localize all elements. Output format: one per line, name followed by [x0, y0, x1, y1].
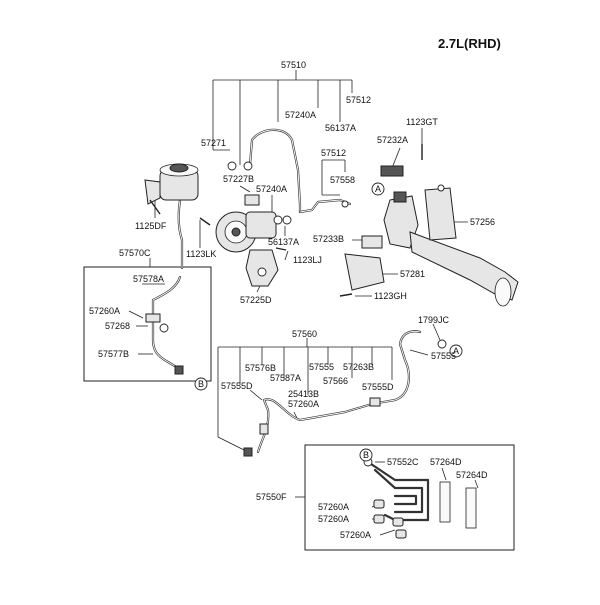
label-57512-top: 57512 — [346, 95, 371, 105]
hose-clamp — [259, 423, 269, 435]
steering-gear-box — [339, 144, 519, 307]
label-57240a-mid: 57240A — [256, 184, 287, 194]
label-57512-mid: 57512 — [321, 148, 346, 158]
label-57510: 57510 — [281, 60, 306, 70]
hose-clamp — [145, 313, 161, 323]
label-57260a-box-3: 57260A — [340, 530, 371, 540]
label-57576b: 57576B — [245, 363, 276, 373]
hose-fitting-57271 — [227, 161, 237, 171]
label-1123gt: 1123GT — [406, 117, 438, 127]
label-57264d-left: 57264D — [430, 457, 462, 467]
label-57281: 57281 — [400, 269, 425, 279]
label-56137a-mid: 56137A — [268, 237, 299, 247]
label-57268: 57268 — [105, 321, 130, 331]
callout-b-lower: B — [359, 448, 373, 462]
label-57555-right: 57555 — [431, 351, 456, 361]
fluid-reservoir — [144, 163, 199, 215]
label-57240a-top: 57240A — [285, 110, 316, 120]
hose-end-fitting — [341, 200, 349, 208]
hose-kit-box-57570c — [83, 266, 212, 382]
clamp-57260a-4 — [395, 529, 407, 539]
cooler-bracket-57264d-left — [439, 481, 451, 523]
label-57260a-left: 57260A — [89, 306, 120, 316]
label-57260a-mid: 57260A — [288, 399, 319, 409]
svg-text:A: A — [375, 184, 381, 194]
label-57566: 57566 — [323, 376, 348, 386]
bracket-57233b — [361, 235, 383, 249]
callout-a-lower: A — [449, 344, 463, 358]
label-57233b: 57233B — [313, 234, 344, 244]
supply-hose — [177, 198, 184, 270]
power-steering-pump — [199, 194, 287, 287]
hose-clamp — [369, 397, 381, 407]
svg-text:B: B — [363, 450, 369, 460]
label-57552c: 57552C — [387, 457, 419, 467]
label-57570c: 57570C — [119, 248, 151, 258]
washer — [243, 161, 253, 171]
clamp-57260a-3 — [392, 517, 404, 527]
reservoir-bracket — [144, 179, 161, 205]
label-1799jc: 1799JC — [418, 315, 450, 325]
svg-text:A: A — [453, 346, 459, 356]
label-57260a-box-1: 57260A — [318, 502, 349, 512]
label-57232a: 57232A — [377, 135, 408, 145]
pump-bracket-57227b — [244, 194, 260, 206]
rack-boot — [494, 277, 512, 307]
clamp-57260a-1 — [373, 499, 385, 509]
callout-a-upper: A — [371, 182, 385, 196]
gear-mount-57256 — [424, 187, 457, 241]
label-57256: 57256 — [470, 217, 495, 227]
label-57260a-box-2: 57260A — [318, 514, 349, 524]
label-57577b: 57577B — [98, 349, 129, 359]
label-57587a: 57587A — [270, 373, 301, 383]
label-57550f: 57550F — [256, 492, 287, 502]
cooler-bracket-57264d-right — [465, 487, 477, 529]
label-1125df: 1125DF — [135, 221, 167, 231]
label-56137a-top: 56137A — [325, 123, 356, 133]
label-57271: 57271 — [201, 138, 226, 148]
bracket-57232a — [380, 165, 404, 177]
small-fittings — [227, 161, 447, 349]
label-57555d-right: 57555D — [362, 382, 394, 392]
label-57558: 57558 — [330, 175, 355, 185]
label-1123gh: 1123GH — [374, 291, 407, 301]
label-1123lk: 1123LK — [186, 249, 216, 259]
return-hose-assembly — [145, 275, 184, 375]
washer — [273, 215, 283, 225]
return-hose-57560 — [243, 330, 422, 457]
clamp-1799jc — [437, 339, 447, 349]
label-57555-mid: 57555 — [309, 362, 334, 372]
steering-rack-tube — [409, 231, 519, 301]
part-number-labels: 57510 57240A 57512 57271 56137A 1123GT 5… — [89, 60, 495, 540]
hose-clip — [159, 323, 169, 333]
clamp-57260a-2 — [373, 514, 385, 524]
label-57555d-left: 57555D — [221, 381, 253, 391]
washer — [282, 215, 292, 225]
hose-end-fitting — [174, 365, 184, 375]
pressure-hose-57510 — [248, 128, 352, 214]
label-57263b: 57263B — [343, 362, 374, 372]
label-57578a: 57578A — [133, 274, 164, 284]
label-1123lj: 1123LJ — [293, 255, 322, 265]
label-57227b: 57227B — [223, 174, 254, 184]
label-57225d: 57225D — [240, 295, 272, 305]
label-57560: 57560 — [292, 329, 317, 339]
diagram-title: 2.7L(RHD) — [438, 36, 501, 51]
leader-lines — [128, 70, 479, 536]
label-57264d-right: 57264D — [456, 470, 488, 480]
cooler-kit-box-57550f — [304, 444, 515, 551]
label-25413b: 25413B — [288, 389, 319, 399]
svg-text:B: B — [198, 379, 204, 389]
callout-b-left: B — [194, 377, 208, 391]
heat-shield-57281 — [344, 253, 385, 291]
hose-end-fitting — [243, 447, 253, 457]
